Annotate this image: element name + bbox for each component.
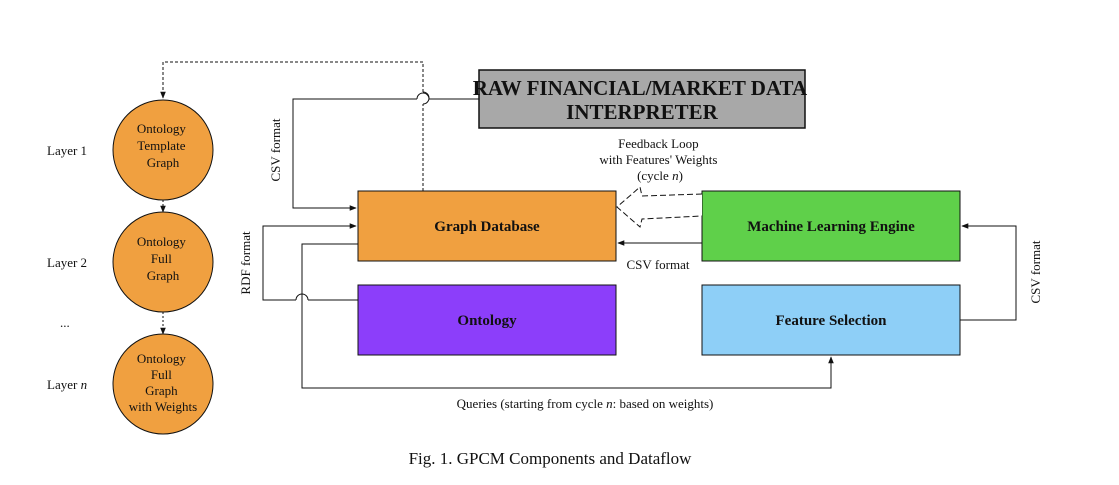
feature-selection-box <box>701 284 961 356</box>
feature-selection-label: Feature Selection <box>776 313 888 329</box>
edge-raw-to-graphdb <box>292 98 479 208</box>
edge-ontology-to-graphdb <box>262 226 358 301</box>
layer-ellipsis: ... <box>60 315 70 330</box>
rdf-format-label: RDF format <box>238 231 253 295</box>
circle1-text: Ontology Template Graph <box>137 121 189 170</box>
graph-database-box <box>357 190 617 262</box>
csv-format-left-label: CSV format <box>268 118 283 181</box>
raw-data-interpreter-label: RAW FINANCIAL/MARKET DATA INTERPRETER <box>473 76 812 124</box>
edge-feature-to-ml <box>960 223 1017 321</box>
csv-format-middle-label: CSV format <box>627 257 690 272</box>
dashed-feedback-to-template <box>163 61 424 191</box>
edge-raw-hop-arc <box>416 92 430 100</box>
layern-label: Layer n <box>47 377 87 392</box>
csv-format-right-label: CSV format <box>1028 240 1043 303</box>
layer1-label: Layer 1 <box>47 143 87 158</box>
layer2-label: Layer 2 <box>47 255 87 270</box>
machine-learning-engine-box <box>701 190 961 262</box>
circle2-text: Ontology Full Graph <box>137 234 189 283</box>
graph-database-label: Graph Database <box>434 219 540 235</box>
queries-label: Queries (starting from cycle n: based on… <box>457 396 714 411</box>
circle-ontology-full-graph-weights <box>112 333 214 435</box>
figure-caption: Fig. 1. GPCM Components and Dataflow <box>409 449 693 468</box>
circle3-text: Ontology Full Graph with Weights <box>129 351 197 414</box>
ontology-label: Ontology <box>457 313 517 329</box>
feedback-loop-label: Feedback Loop with Features' Weights (cy… <box>599 136 720 183</box>
machine-learning-engine-label: Machine Learning Engine <box>747 219 915 235</box>
ontology-box <box>357 284 617 356</box>
feedback-loop-arrow <box>616 186 703 228</box>
edge-queries <box>301 243 834 389</box>
layer-stack: Ontology Template Graph Ontology Full Gr… <box>47 61 430 435</box>
